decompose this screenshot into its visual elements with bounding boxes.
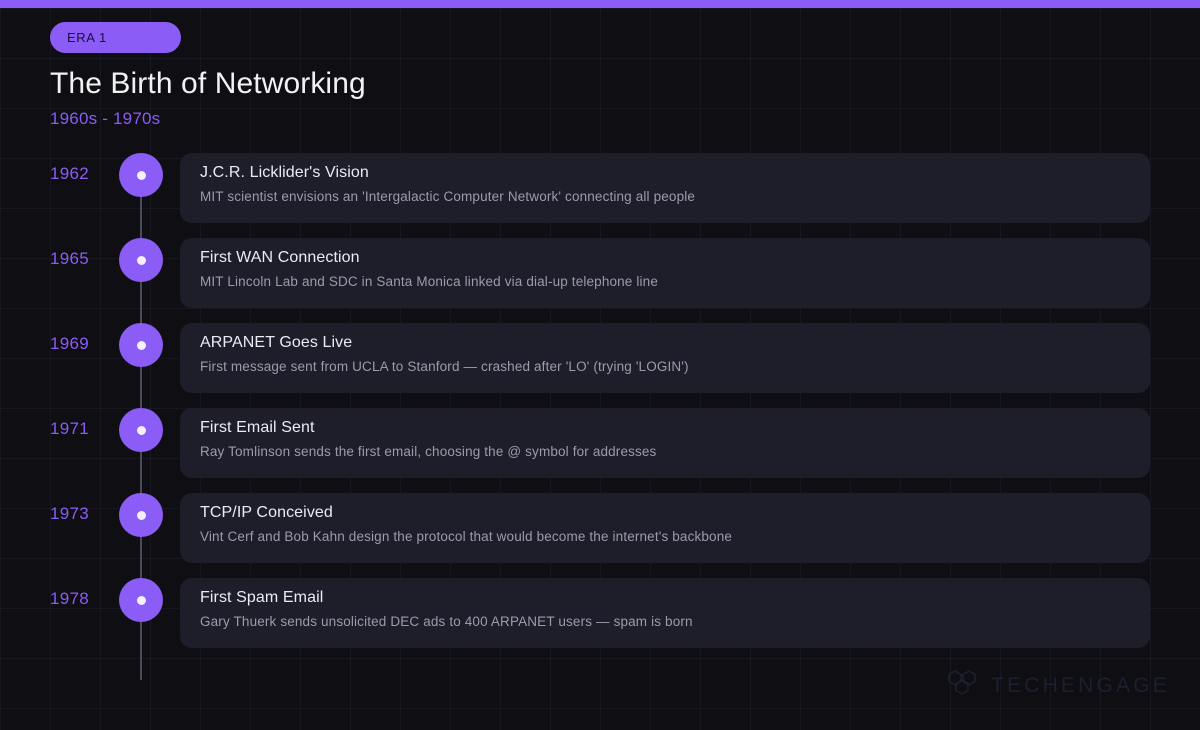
event-card[interactable]: First Spam Email Gary Thuerk sends unsol…	[180, 578, 1150, 648]
watermark: TECHENGAGE	[946, 669, 1170, 702]
event-description: Ray Tomlinson sends the first email, cho…	[200, 444, 657, 459]
event-description: Vint Cerf and Bob Kahn design the protoc…	[200, 529, 733, 544]
event-year: 1962	[50, 164, 90, 183]
timeline-event-row: 1971 First Email Sent Ray Tomlinson send…	[0, 408, 1200, 493]
node-core-dot	[136, 255, 146, 265]
node-core-dot	[136, 425, 146, 435]
page-title: The Birth of Networking	[50, 67, 366, 100]
event-description: First message sent from UCLA to Stanford…	[200, 359, 689, 374]
event-card[interactable]: J.C.R. Licklider's Vision MIT scientist …	[180, 153, 1150, 223]
event-title: First WAN Connection	[200, 249, 360, 266]
timeline-event-row: 1965 First WAN Connection MIT Lincoln La…	[0, 238, 1200, 323]
node-core-dot	[136, 595, 146, 605]
node-core-dot	[136, 340, 146, 350]
timeline-event-row: 1962 J.C.R. Licklider's Vision MIT scien…	[0, 153, 1200, 238]
page-header: ERA 1 The Birth of Networking 1960s - 19…	[50, 22, 366, 129]
event-title: First Spam Email	[200, 589, 324, 606]
top-accent-bar	[0, 0, 1200, 8]
timeline-node-marker[interactable]	[119, 238, 163, 282]
timeline-node-marker[interactable]	[119, 153, 163, 197]
event-year: 1971	[50, 419, 90, 438]
timeline: 1962 J.C.R. Licklider's Vision MIT scien…	[0, 153, 1200, 680]
hexagon-cluster-icon	[946, 669, 978, 702]
event-year: 1973	[50, 504, 90, 523]
watermark-text: TECHENGAGE	[990, 673, 1170, 697]
timeline-node-marker[interactable]	[119, 493, 163, 537]
event-description: MIT scientist envisions an 'Intergalacti…	[200, 189, 696, 204]
page-subtitle: 1960s - 1970s	[50, 109, 161, 128]
event-card[interactable]: TCP/IP Conceived Vint Cerf and Bob Kahn …	[180, 493, 1150, 563]
event-title: ARPANET Goes Live	[200, 334, 353, 351]
timeline-event-row: 1969 ARPANET Goes Live First message sen…	[0, 323, 1200, 408]
event-title: First Email Sent	[200, 419, 315, 436]
era-badge: ERA 1	[50, 22, 181, 53]
event-description: MIT Lincoln Lab and SDC in Santa Monica …	[200, 274, 658, 289]
event-title: TCP/IP Conceived	[200, 504, 333, 521]
event-year: 1978	[50, 589, 90, 608]
event-card[interactable]: First Email Sent Ray Tomlinson sends the…	[180, 408, 1150, 478]
timeline-node-marker[interactable]	[119, 323, 163, 367]
timeline-node-marker[interactable]	[119, 408, 163, 452]
event-title: J.C.R. Licklider's Vision	[200, 164, 369, 181]
event-year: 1969	[50, 334, 90, 353]
timeline-event-row: 1978 First Spam Email Gary Thuerk sends …	[0, 578, 1200, 663]
node-core-dot	[136, 510, 146, 520]
event-card[interactable]: ARPANET Goes Live First message sent fro…	[180, 323, 1150, 393]
timeline-node-marker[interactable]	[119, 578, 163, 622]
timeline-event-row: 1973 TCP/IP Conceived Vint Cerf and Bob …	[0, 493, 1200, 578]
node-core-dot	[136, 170, 146, 180]
event-description: Gary Thuerk sends unsolicited DEC ads to…	[200, 614, 693, 629]
event-year: 1965	[50, 249, 90, 268]
event-card[interactable]: First WAN Connection MIT Lincoln Lab and…	[180, 238, 1150, 308]
